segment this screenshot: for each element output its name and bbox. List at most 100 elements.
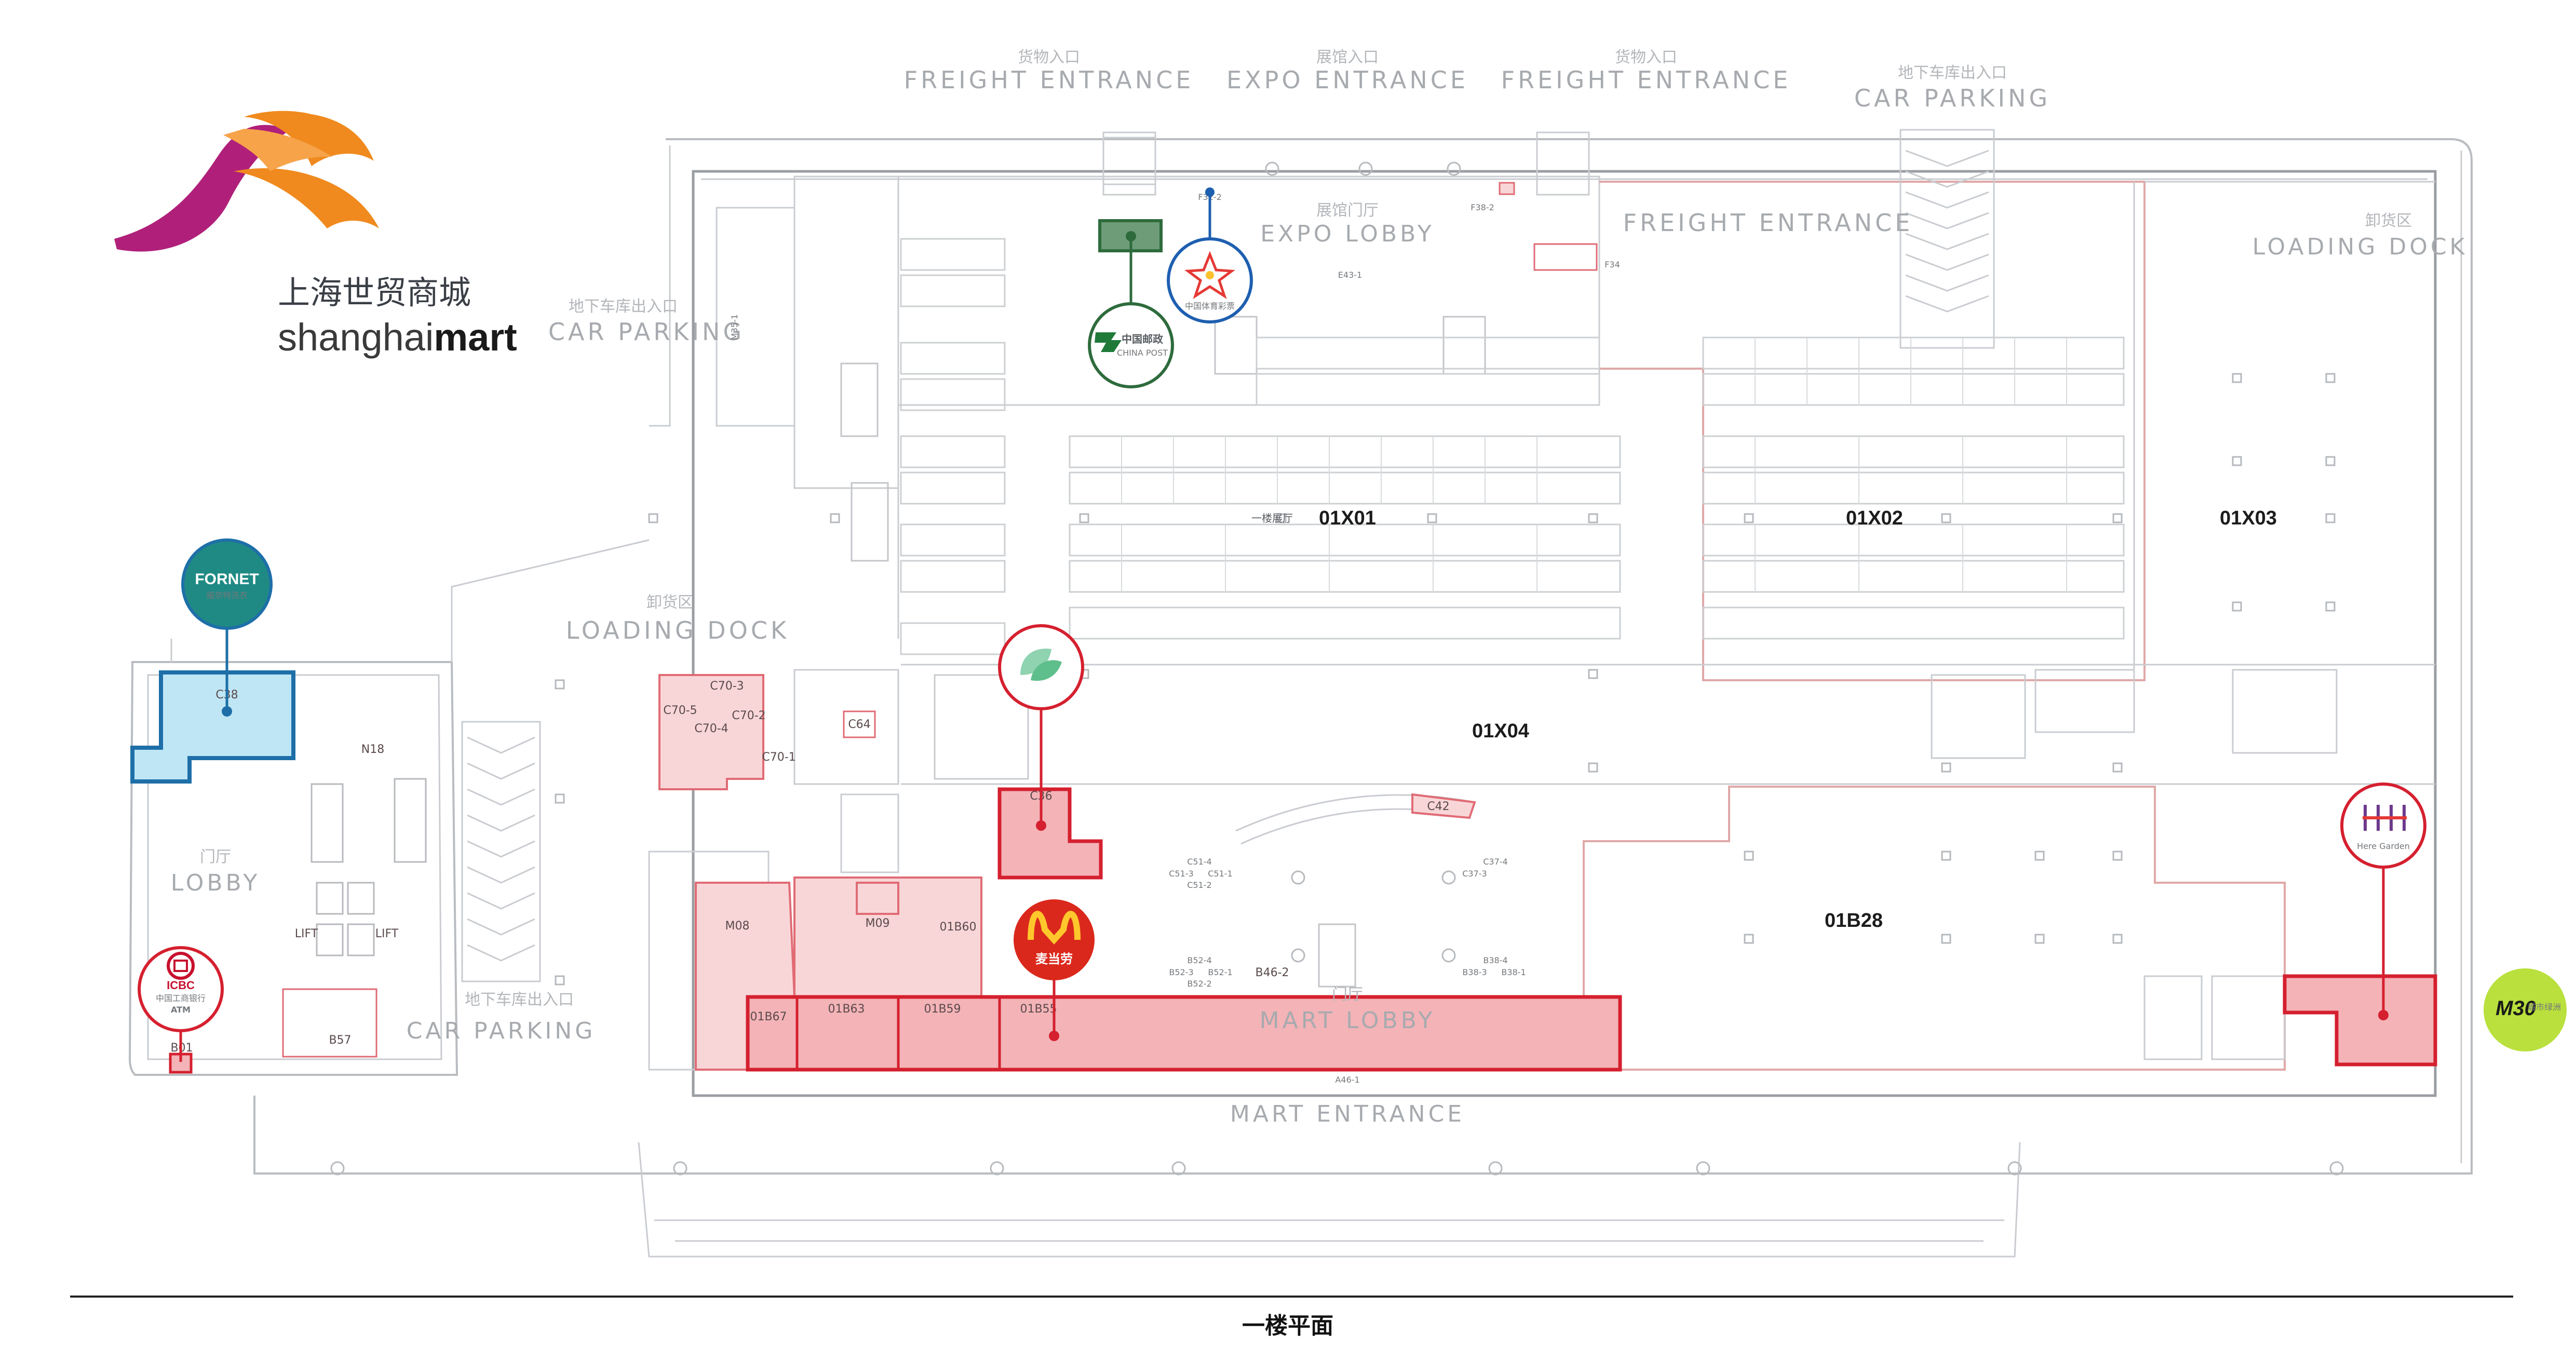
poi-fornet[interactable]: FORNET 福奈特洗衣 [181,538,273,717]
entrance-labels: 货物入口 FREIGHT ENTRANCE 展馆入口 EXPO ENTRANCE… [407,48,2047,1127]
unit-here-garden[interactable] [2283,974,2437,1067]
shop-b52-2: B52-2 [1187,979,1211,989]
shop-c51-1: C51-1 [1208,869,1232,879]
m30-cn: 城市绿洲 [2528,1002,2561,1012]
expo-lobby-en: EXPO LOBBY [1260,221,1435,247]
poi-mcdonalds[interactable]: 麦当劳 [1014,899,1095,1041]
shop-m08: M08 [725,920,750,933]
poi-icbc[interactable]: ICBC 中国工商银行 ATM [138,946,224,1062]
shop-c70-2: C70-2 [732,709,765,722]
fornet-en: FORNET [195,571,259,588]
unit-row-01b[interactable] [746,995,1622,1072]
poi-green-shop[interactable] [998,624,1084,831]
poi-sports-lottery[interactable]: 中国体育彩票 [1167,187,1253,323]
loading-dock-left-cn: 卸货区 [646,593,693,612]
unit-f38-2[interactable] [1499,182,1515,195]
china-post-logo-icon [1095,332,1122,352]
zone-labels: 01X01 01X02 01X03 01X04 01B28 [1319,507,2277,932]
fornet-cn: 福奈特洗衣 [206,590,248,600]
brand-ribbon-orange-3-icon [223,129,332,171]
shop-01b59: 01B59 [924,1003,961,1016]
unit-b57[interactable] [282,988,377,1058]
zone-01x02[interactable]: 01X02 [1846,507,1903,529]
zone-01x01[interactable]: 01X01 [1319,507,1376,529]
shop-01b67: 01B67 [750,1010,787,1023]
shop-lift-a: LIFT [295,927,318,940]
loading-dock-left-en: LOADING DOCK [566,616,789,644]
expo-lobby-cn: 展馆门厅 [1316,201,1379,220]
shop-c51-2: C51-2 [1187,880,1211,890]
shop-c51-4: C51-4 [1187,857,1211,867]
zone-01b28[interactable]: 01B28 [1825,910,1883,932]
area-labels: 展馆门厅 EXPO LOBBY FREIGHT ENTRANCE 卸货区 LOA… [171,201,2468,1034]
shop-c64: C64 [848,718,870,731]
shop-n18: N18 [361,743,384,756]
car-parking-bottom-en: CAR PARKING [407,1018,596,1044]
unit-c38[interactable] [130,670,295,784]
shop-01b55: 01B55 [1020,1003,1057,1016]
here-garden-logo-icon [2363,805,2407,831]
zone-01x03[interactable]: 01X03 [2220,507,2277,529]
expo-entrance-cn: 展馆入口 [1316,48,1379,66]
icbc-atm: ATM [171,1005,191,1015]
poi-m30[interactable]: M30 城市绿洲 [2484,968,2567,1051]
shop-b52-3: B52-3 [1169,967,1193,977]
sports-lottery-star-icon [1184,251,1235,299]
mart-entrance-en: MART ENTRANCE [1230,1101,1465,1127]
unit-c70[interactable] [658,674,764,790]
zone-01x04[interactable]: 01X04 [1472,720,1529,742]
loading-dock-right-cn: 卸货区 [2365,212,2412,230]
shop-a46-1: A46-1 [1335,1075,1359,1085]
shop-labels: C38 C36 C42 C64 C70-3 C70-5 C70-4 C70-2 … [170,192,1620,1085]
shop-01b63: 01B63 [828,1003,865,1016]
shop-c42: C42 [1427,800,1449,813]
highlighted-units [130,182,2437,1074]
mcdonalds-cn: 麦当劳 [1035,952,1073,966]
unit-m09[interactable] [856,882,899,915]
shop-b46-2: B46-2 [1255,966,1289,979]
mart-lobby-cn: 门厅 [1332,986,1363,1004]
parking-stalls [900,238,2125,655]
shop-c70-4: C70-4 [694,722,728,735]
unit-f34[interactable] [1533,243,1598,271]
building-walls [128,129,2473,1258]
poi-here-garden[interactable]: Here Garden [2340,783,2426,1020]
freight-entrance-left-en: FREIGHT ENTRANCE [904,66,1194,94]
floor-title: 一楼平面 [1242,1313,1333,1339]
lobby-en: LOBBY [171,870,260,896]
unit-c42[interactable] [1411,793,1476,819]
shop-lift-b: LIFT [375,927,399,940]
freight-entrance-left-cn: 货物入口 [1018,48,1080,66]
shop-b38-3: B38-3 [1462,967,1487,977]
m30-en: M30 [2496,997,2536,1020]
here-garden-en: Here Garden [2357,841,2410,851]
sports-lottery-cn: 中国体育彩票 [1185,301,1235,311]
shop-m09: M09 [866,917,890,930]
shop-b38-4: B38-4 [1483,955,1507,965]
mart-lobby-en: MART LOBBY [1260,1007,1436,1034]
first-floor-hall-label: 一楼展厅 [1251,512,1293,524]
unit-c64[interactable] [843,710,876,738]
poi-china-post[interactable]: 中国邮政 CHINA POST [1088,231,1174,388]
loading-dock-right-en: LOADING DOCK [2253,234,2468,260]
icbc-cn: 中国工商银行 [156,993,206,1003]
shop-01b60: 01B60 [939,921,976,934]
icbc-logo-icon [167,952,195,980]
green-leaf-icon [1020,649,1051,675]
unit-c36[interactable] [997,787,1103,880]
brand-name-en: shanghaimart [278,316,517,359]
car-parking-left-cn: 地下车库出入口 [569,298,678,316]
shop-b57: B57 [329,1034,351,1047]
unit-b01[interactable] [169,1053,193,1074]
shop-b52-4: B52-4 [1187,955,1211,965]
china-post-cn: 中国邮政 [1122,333,1164,345]
shop-c51-3: C51-3 [1169,869,1193,879]
brand-ribbon-magenta-icon [114,125,291,252]
car-parking-top-cn: 地下车库出入口 [1898,64,2007,82]
freight-entrance-mid-cn: 货物入口 [1615,48,1677,66]
car-parking-left-en: CAR PARKING [548,318,745,346]
brand-ribbon-orange-2-icon [234,168,379,228]
shop-b38-1: B38-1 [1501,967,1526,977]
brand-name-cn: 上海世贸商城 [278,274,471,312]
